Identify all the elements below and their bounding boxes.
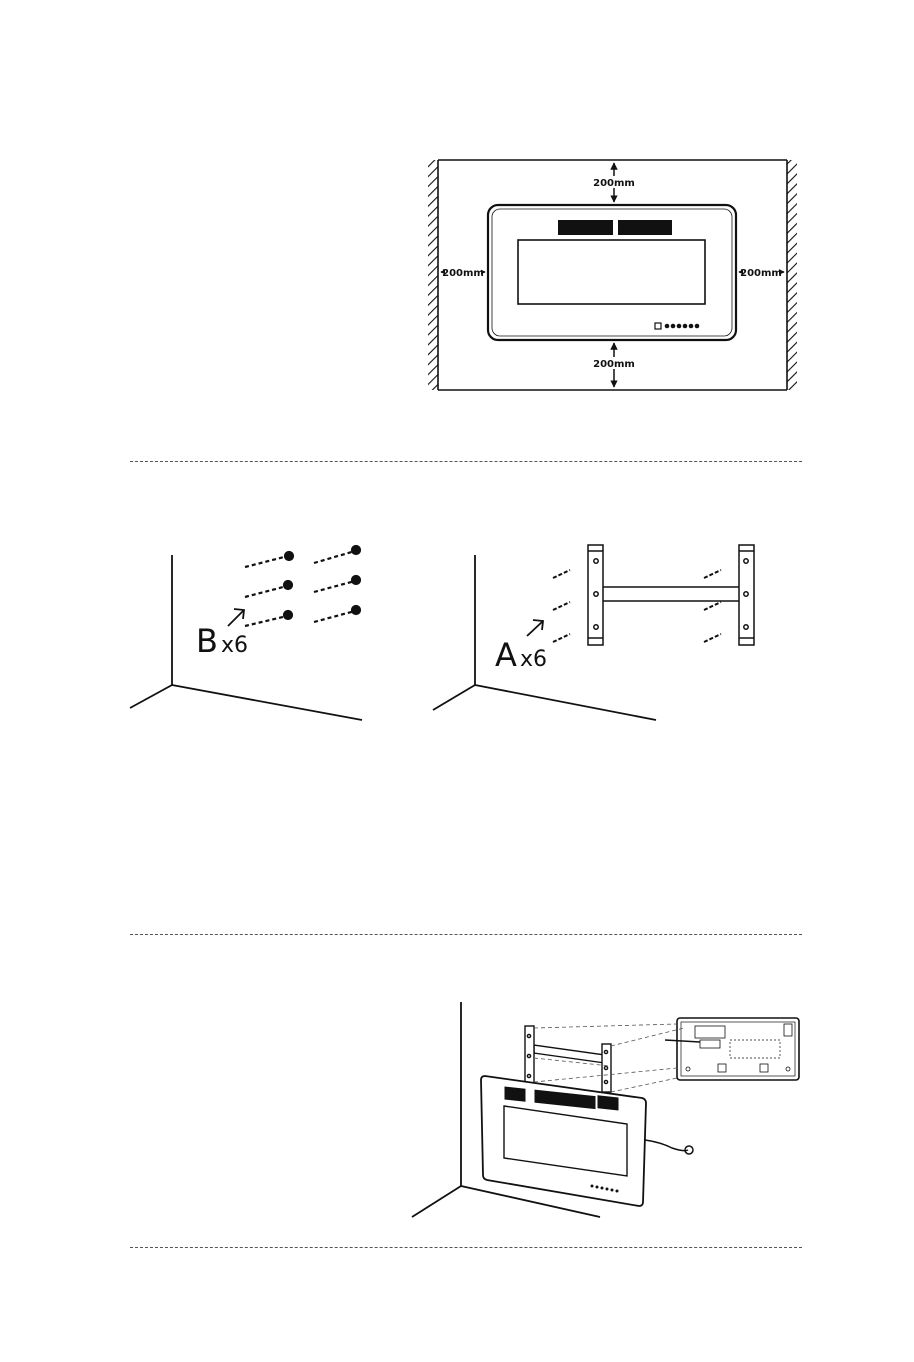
clearance-left-label: 200mm <box>442 268 484 279</box>
heater-vent-right <box>618 220 672 235</box>
clearance-bottom-label: 200mm <box>593 359 635 370</box>
fireplace-unit <box>488 205 736 340</box>
hanging-diagram <box>0 990 914 1290</box>
anchors-count: x6 <box>221 633 248 658</box>
section-divider-2 <box>130 934 802 935</box>
mounted-bracket <box>525 1026 611 1092</box>
anchor-diagram: B x6 A x6 <box>0 460 914 740</box>
wall-anchors <box>245 546 360 626</box>
right-wall-hatch <box>787 160 797 390</box>
fireplace-front-view <box>481 1076 646 1206</box>
anchors-letter: B <box>196 622 218 660</box>
bracket-screws <box>553 570 721 642</box>
flame-window <box>518 240 705 304</box>
clearance-diagram: 200mm 200mm 200mm 200mm <box>0 0 914 420</box>
left-wall-hatch <box>428 160 438 390</box>
heater-vent-left <box>558 220 613 235</box>
screws-count: x6 <box>520 647 547 672</box>
clearance-right-label: 200mm <box>740 268 782 279</box>
section-divider-3 <box>130 1247 802 1248</box>
wall-bracket <box>588 545 754 645</box>
power-cord <box>645 1140 688 1151</box>
clearance-top-label: 200mm <box>593 178 635 189</box>
screws-letter: A <box>495 636 517 674</box>
fireplace-rear-view <box>665 1018 799 1080</box>
